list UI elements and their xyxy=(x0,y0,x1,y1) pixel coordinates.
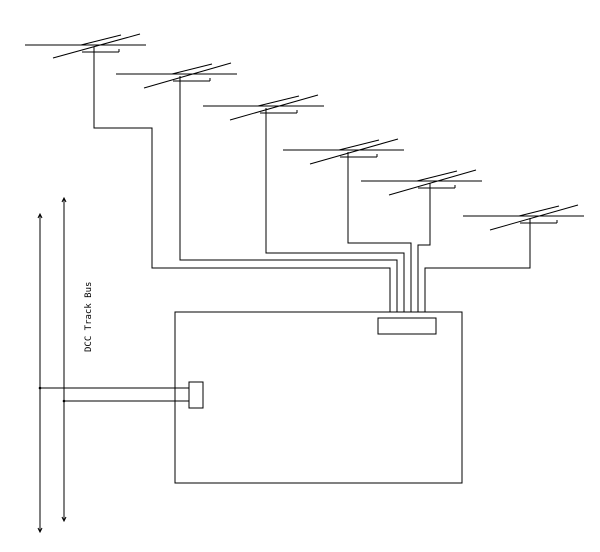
control-wire-1 xyxy=(93,47,391,318)
control-wire-3 xyxy=(265,108,405,318)
control-wire-4 xyxy=(347,152,412,318)
bus-label: DCC Track Bus xyxy=(84,282,94,352)
bus-junction-1 xyxy=(38,386,42,390)
bus-junction-2 xyxy=(62,399,66,403)
decoder-board xyxy=(174,311,463,484)
dcc-track-bus xyxy=(37,196,67,534)
control-wire-5 xyxy=(417,183,431,318)
control-wire-2 xyxy=(179,76,398,318)
turnout-6 xyxy=(463,204,584,231)
control-wire-6 xyxy=(424,218,531,318)
turnout-3 xyxy=(203,94,324,121)
turnout-1 xyxy=(25,33,146,59)
output-connector xyxy=(377,317,437,335)
turnout-2 xyxy=(116,62,237,89)
turnout-4 xyxy=(283,138,404,165)
input-connector xyxy=(188,381,204,409)
turnout-5 xyxy=(361,169,482,196)
